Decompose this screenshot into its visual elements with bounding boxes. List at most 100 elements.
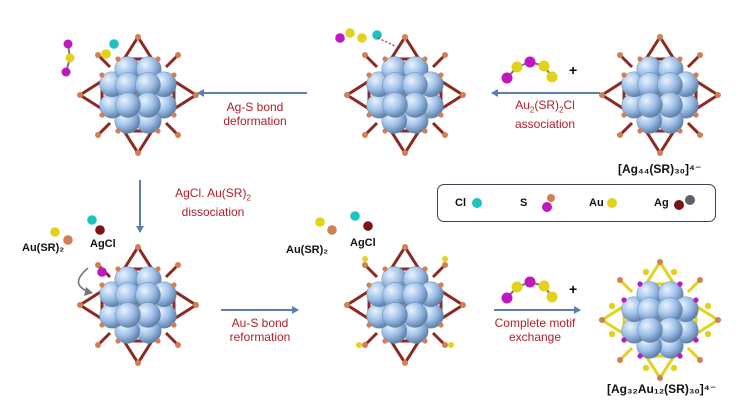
s-atom [382, 56, 388, 62]
au-atom [356, 342, 362, 348]
s-atom [95, 52, 101, 58]
legend-swatches [472, 194, 695, 212]
s-atom [442, 52, 448, 58]
atom-legend [437, 184, 716, 222]
s-atom [617, 132, 623, 138]
s-atom [693, 112, 699, 118]
label-exchange: Complete motif exchange [480, 316, 590, 344]
s-atom [442, 342, 448, 348]
s-atom [99, 282, 105, 288]
staple-motif [439, 79, 465, 111]
legend-label-s: S [520, 197, 528, 209]
s-atom [155, 128, 161, 134]
s-atom [715, 317, 721, 323]
fragment-atom [109, 39, 119, 49]
label-ausr-2: Au(SR)₂ [286, 244, 329, 256]
formula-ag32au12: [Ag₃₂Au₁₂(SR)₃₀]⁴⁻ [607, 382, 717, 396]
s-atom [171, 112, 177, 118]
molecule-atom [538, 60, 550, 72]
s-atom [402, 34, 408, 40]
au-atom [670, 364, 678, 372]
s-atom [382, 338, 388, 344]
molecule-atom [65, 53, 75, 63]
s-atom [697, 132, 703, 138]
s-atom [438, 72, 444, 78]
au-atom [608, 330, 616, 338]
au-atom [642, 268, 650, 276]
fragment-atom [95, 225, 105, 235]
s-atom [637, 56, 643, 62]
legend-label-au: Au [589, 197, 604, 209]
staple-motif [122, 339, 154, 365]
s-atom [402, 360, 408, 366]
s-atom [442, 132, 448, 138]
s-atom [693, 72, 699, 78]
s-atom [438, 322, 444, 328]
s-atom [621, 337, 627, 343]
au-atom [362, 256, 368, 262]
s-atom [344, 302, 350, 308]
legend-swatch-cl [472, 198, 482, 208]
released-fragments [50, 28, 396, 277]
s-atom [657, 375, 663, 381]
s-atom [135, 360, 141, 366]
s-atom [422, 56, 428, 62]
staple-motif [600, 79, 626, 111]
plus-sign-1: + [569, 62, 578, 78]
s-atom [693, 297, 699, 303]
legend-swatch-ag-dark [685, 195, 695, 205]
s-atom [438, 282, 444, 288]
s-atom [362, 342, 368, 348]
legend-label-ag: Ag [654, 197, 669, 209]
s-atom [599, 317, 605, 323]
legend-swatch-au [607, 198, 617, 208]
s-atom [460, 302, 466, 308]
ag-atom [115, 92, 141, 118]
s-atom [599, 92, 605, 98]
cluster-ag44 [599, 34, 721, 156]
s-atom [460, 92, 466, 98]
ag-atom [637, 317, 663, 343]
ag-atom [382, 92, 408, 118]
staple-motif [644, 35, 676, 61]
deformation-line1: Ag-S bond [226, 100, 284, 114]
s-atom [155, 338, 161, 344]
association-line1: Au2(SR)2Cl [515, 98, 575, 115]
au-atom [442, 256, 448, 262]
s-atom [657, 150, 663, 156]
s-atom [366, 282, 372, 288]
fragment-atom [335, 33, 345, 43]
s-atom [697, 357, 703, 363]
s-atom [677, 128, 683, 134]
s-atom [175, 52, 181, 58]
fragment-atom [50, 227, 60, 237]
staple-motif [172, 79, 198, 111]
s-atom [382, 128, 388, 134]
au2sr2cl-molecule-1 [501, 56, 558, 84]
s-atom [693, 337, 699, 343]
fragment-atom [357, 33, 367, 43]
fragment-atom [63, 235, 73, 245]
molecule-atom [63, 39, 73, 49]
cluster-association [344, 34, 466, 156]
s-atom [697, 277, 703, 283]
s-atom [155, 56, 161, 62]
dissociation-line2: dissociation [181, 205, 245, 220]
s-atom [402, 244, 408, 250]
s-atom [115, 128, 121, 134]
curved-release-arrow [77, 267, 91, 293]
s-atom [99, 72, 105, 78]
label-agcl-2: AgCl [350, 237, 376, 249]
s-atom [617, 52, 623, 58]
legend-swatch-s-magenta [542, 202, 552, 212]
plus-sign-2: + [569, 281, 578, 297]
s-atom [422, 338, 428, 344]
s-atom [77, 92, 83, 98]
s-atom [402, 150, 408, 156]
s-atom [637, 353, 643, 359]
au-atom [704, 302, 712, 310]
molecule-atom [61, 67, 71, 77]
s-atom [115, 266, 121, 272]
s-atom [171, 322, 177, 328]
